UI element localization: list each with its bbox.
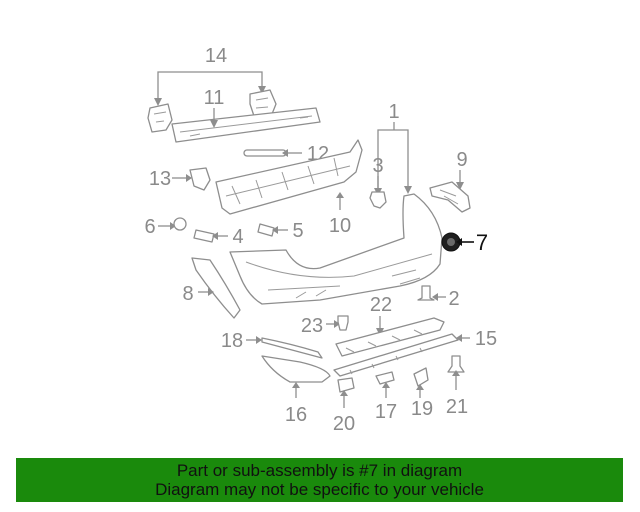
part-13-clip[interactable] — [172, 167, 211, 191]
part-8-spacer[interactable] — [191, 257, 241, 319]
callout-18: 18 — [221, 330, 243, 352]
callout-11: 11 — [204, 87, 225, 109]
callout-3: 3 — [372, 155, 383, 177]
callout-10: 10 — [329, 215, 351, 237]
part-22-bracket[interactable] — [335, 316, 445, 357]
part-3-bolt[interactable] — [369, 176, 387, 209]
callout-13: 13 — [149, 168, 171, 190]
part-21-pin[interactable] — [447, 355, 465, 390]
part-5-screw[interactable] — [257, 223, 288, 237]
callout-22: 22 — [370, 294, 392, 316]
callout-8: 8 — [182, 283, 193, 305]
part-10-absorber[interactable] — [215, 139, 363, 215]
callout-7: 7 — [476, 230, 488, 255]
part-4-screw[interactable] — [193, 229, 228, 243]
callout-17: 17 — [375, 401, 397, 423]
part-18-moulding[interactable] — [246, 336, 323, 359]
callout-5: 5 — [292, 220, 303, 242]
callout-9: 9 — [456, 149, 467, 171]
part-info-banner: Part or sub-assembly is #7 in diagram Di… — [16, 458, 623, 502]
part-19-clip[interactable] — [413, 367, 429, 398]
part-9-retainer[interactable] — [429, 170, 471, 213]
callout-23: 23 — [301, 315, 323, 337]
part-7-grommet[interactable] — [441, 232, 474, 252]
callout-16: 16 — [285, 404, 307, 426]
part-16-reflector[interactable] — [261, 355, 331, 398]
part-14-brackets[interactable] — [147, 71, 277, 133]
callout-4: 4 — [232, 226, 243, 248]
part-11-reinforcement[interactable] — [171, 107, 321, 143]
part-23-bolt[interactable] — [326, 315, 349, 331]
callout-19: 19 — [411, 398, 433, 420]
part-15-strip[interactable] — [333, 333, 470, 377]
parts-diagram: 14 11 12 1 3 9 13 — [144, 45, 497, 435]
callout-6: 6 — [144, 216, 155, 238]
part-info-line: Part or sub-assembly is #7 in diagram — [176, 461, 463, 480]
diagram-disclaimer: Diagram may not be specific to your vehi… — [155, 480, 484, 499]
callout-14: 14 — [205, 45, 227, 67]
callout-15: 15 — [475, 328, 497, 350]
part-17-clip[interactable] — [375, 371, 395, 398]
part-12-rod[interactable] — [243, 149, 302, 157]
part-6-nut[interactable] — [158, 217, 187, 231]
part-2-clip[interactable] — [417, 285, 446, 301]
callout-1: 1 — [388, 101, 399, 123]
callout-21: 21 — [446, 396, 468, 418]
part-20-clip[interactable] — [337, 377, 355, 408]
part-1-bumper-cover[interactable] — [229, 193, 443, 305]
callout-20: 20 — [333, 413, 355, 435]
callout-2: 2 — [448, 288, 459, 310]
